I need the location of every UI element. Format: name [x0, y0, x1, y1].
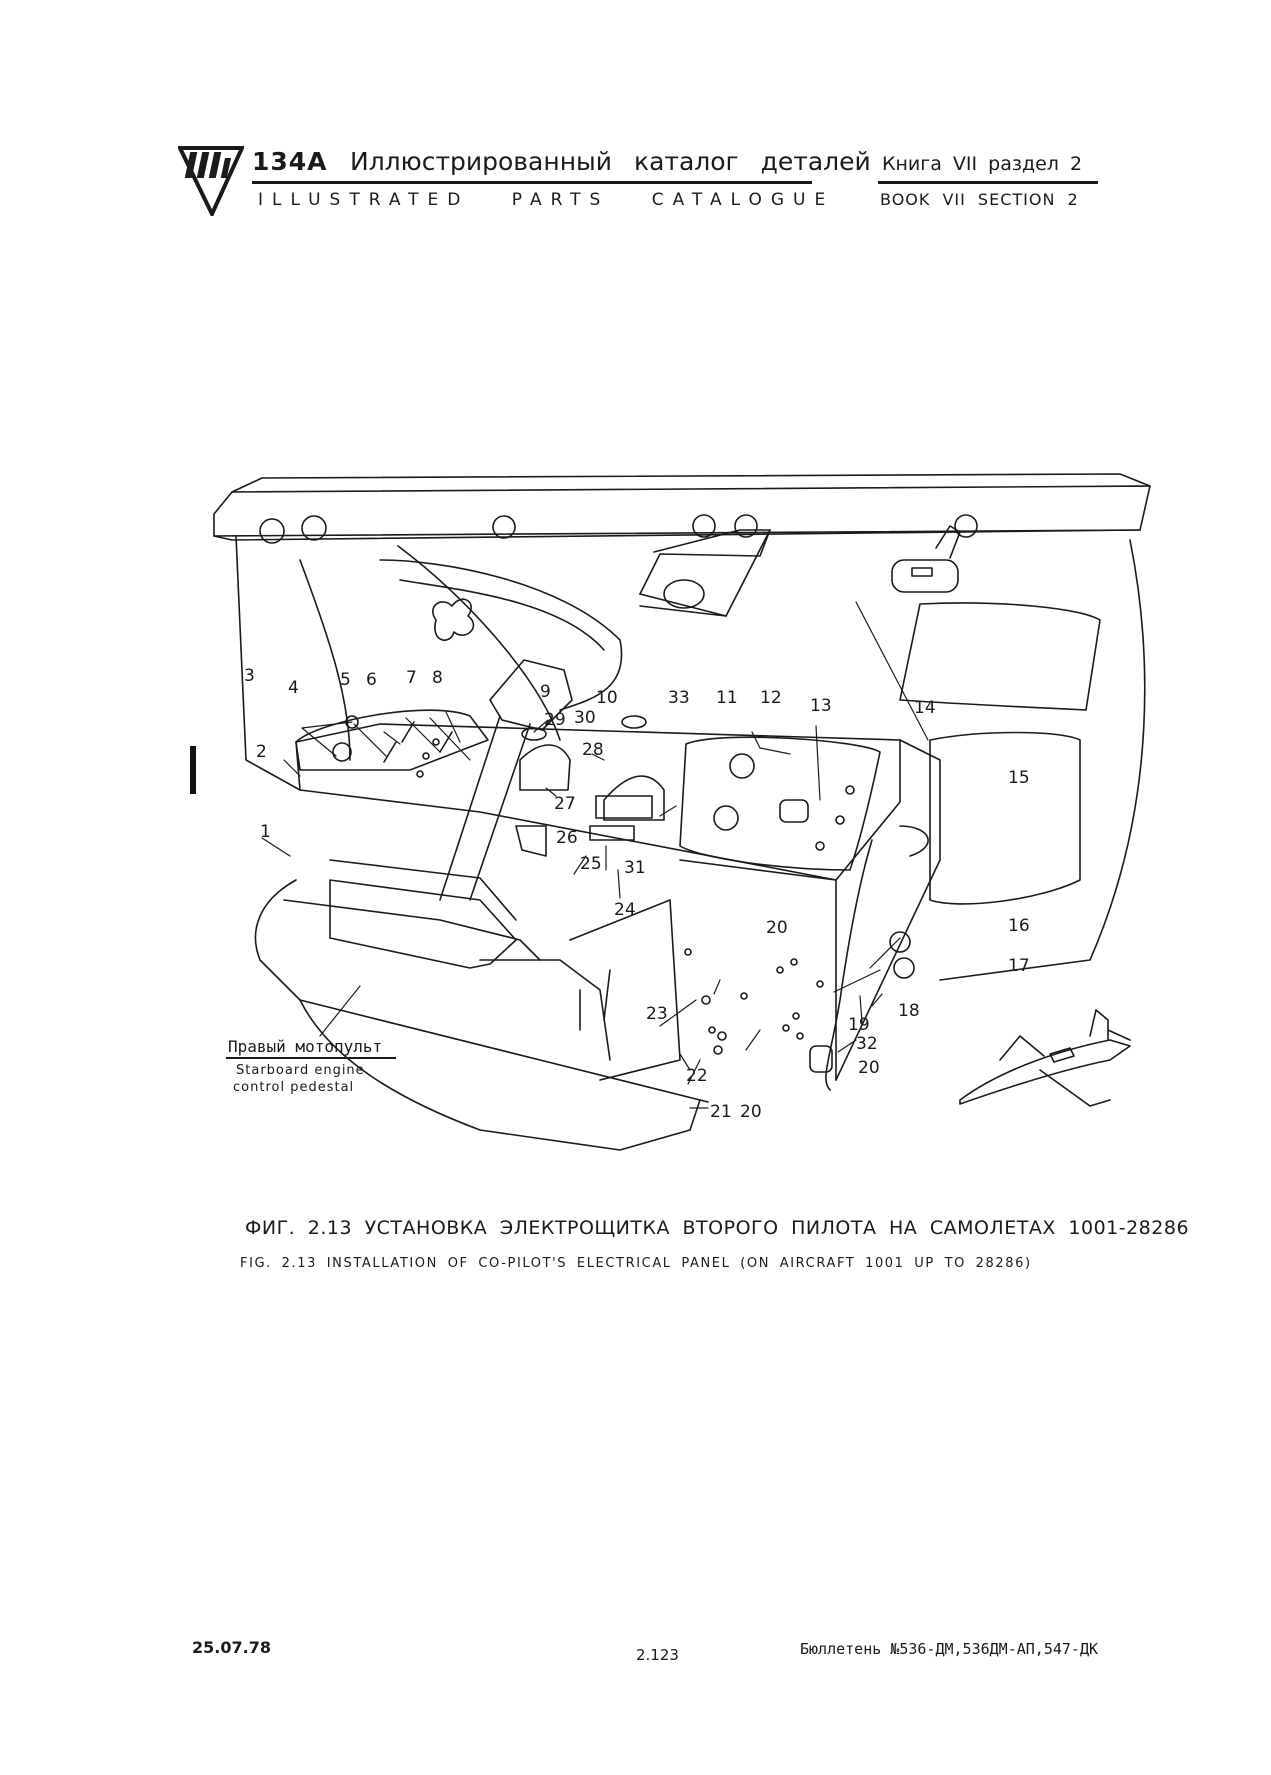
- left-switch-panel: [296, 710, 488, 777]
- side-light: [892, 526, 1100, 710]
- callout-12: 12: [760, 688, 782, 708]
- callout-9: 9: [540, 682, 551, 702]
- pedestal-label-rule: [226, 1057, 396, 1059]
- callout-22: 22: [686, 1066, 708, 1086]
- revision-date: 25.07.78: [192, 1638, 271, 1657]
- callout-6: 6: [366, 670, 377, 690]
- callout-20-top: 20: [766, 918, 788, 938]
- pedestal-label-en-line1: Starboard engine: [236, 1063, 365, 1078]
- callout-5: 5: [340, 670, 351, 690]
- aircraft-model: 134A: [252, 147, 328, 176]
- cable-plug: [810, 826, 928, 1090]
- callout-29: 29: [544, 710, 566, 730]
- callout-3: 3: [244, 666, 255, 686]
- pedestal-label-en-line2: control pedestal: [233, 1080, 355, 1095]
- callout-21: 21: [710, 1102, 732, 1122]
- callout-25: 25: [580, 854, 602, 874]
- right-panel: [930, 733, 1080, 904]
- switch-blocks: [516, 796, 652, 856]
- figure-caption-ru: ФИГ. 2.13 УСТАНОВКА ЭЛЕКТРОЩИТКА ВТОРОГО…: [245, 1217, 1190, 1239]
- pedestal-label-ru: Правый мотопульт: [228, 1037, 383, 1056]
- callout-7: 7: [406, 668, 417, 688]
- book-section-ru: Книга VII раздел 2: [882, 153, 1083, 175]
- callout-23: 23: [646, 1004, 668, 1024]
- callout-27: 27: [554, 794, 576, 814]
- leader-lines: [262, 602, 928, 1108]
- instrument-panel: [236, 536, 1145, 980]
- engine-pedestal: [256, 860, 709, 1150]
- catalog-title-en: ILLUSTRATED PARTS CATALOGUE: [258, 190, 835, 210]
- callout-20-bottom: 20: [740, 1102, 762, 1122]
- bulletin-reference: Бюллетень №536-ДМ,536ДМ-АП,547-ДК: [800, 1640, 1099, 1658]
- glare-shield: [214, 474, 1150, 540]
- catalog-title-ru: Иллюстрированный каталог деталей: [350, 147, 871, 176]
- callout-4: 4: [288, 678, 299, 698]
- book-section-en: BOOK VII SECTION 2: [880, 190, 1079, 209]
- callout-31: 31: [624, 858, 646, 878]
- book-rule: [878, 181, 1098, 184]
- switch-housing: [640, 530, 770, 616]
- rail-knobs: [260, 515, 977, 543]
- callout-10: 10: [596, 688, 618, 708]
- callout-15: 15: [1008, 768, 1030, 788]
- margin-mark: [190, 746, 196, 794]
- callout-11: 11: [716, 688, 738, 708]
- callout-13: 13: [810, 696, 832, 716]
- callout-8: 8: [432, 668, 443, 688]
- callout-24: 24: [614, 900, 636, 920]
- callout-14: 14: [914, 698, 936, 718]
- figure-caption-en: FIG. 2.13 INSTALLATION OF CO-PILOT'S ELE…: [240, 1256, 1032, 1271]
- callout-30: 30: [574, 708, 596, 728]
- throttle-levers: [440, 660, 664, 900]
- callout-18: 18: [898, 1001, 920, 1021]
- header-rule: [252, 181, 812, 184]
- callout-32: 32: [856, 1034, 878, 1054]
- aircraft-silhouette: [960, 1010, 1130, 1106]
- callout-2: 2: [256, 742, 267, 762]
- control-yoke: [380, 560, 622, 710]
- callout-20-right: 20: [858, 1058, 880, 1078]
- callout-1: 1: [260, 822, 271, 842]
- manufacturer-logo: [176, 144, 246, 220]
- callout-33: 33: [668, 688, 690, 708]
- callout-16: 16: [1008, 916, 1030, 936]
- page-number: 2.123: [636, 1646, 679, 1664]
- callout-28: 28: [582, 740, 604, 760]
- callout-26: 26: [556, 828, 578, 848]
- callout-17: 17: [1008, 956, 1030, 976]
- fasteners: [685, 949, 823, 1054]
- callout-19: 19: [848, 1015, 870, 1035]
